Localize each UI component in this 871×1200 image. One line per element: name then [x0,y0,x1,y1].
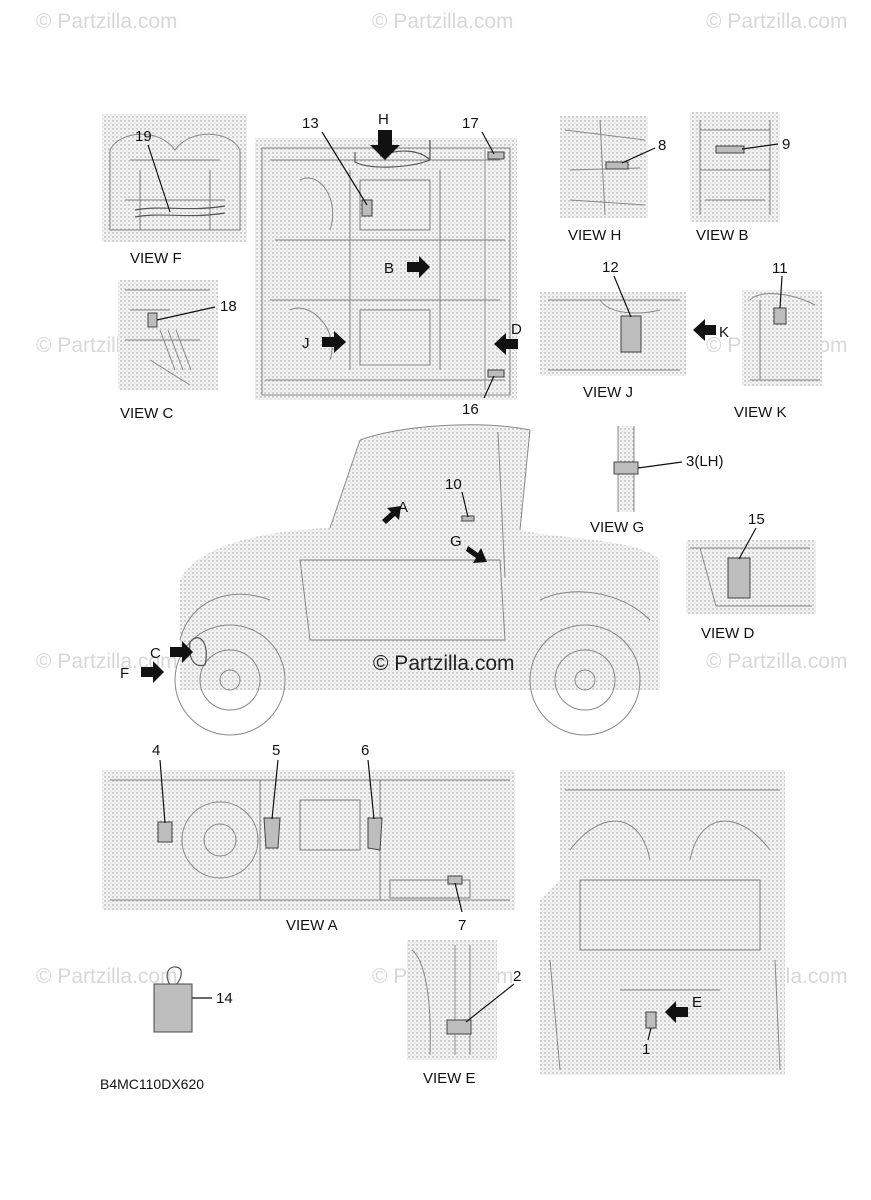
side-view-vehicle: A 10 G C F © Partzilla.com [120,424,660,736]
decal-5 [263,817,281,849]
arrow-letter-b: B [384,260,394,277]
decal-12 [620,315,642,353]
callout-12: 12 [602,259,619,276]
watermark: © Partzilla.com [372,10,514,33]
watermark: © Partzilla.com [706,650,848,673]
callout-16: 16 [462,401,479,418]
watermark: © Partzilla.com [36,10,178,33]
callout-5: 5 [272,742,280,759]
arrow-d-icon [494,333,518,355]
callout-7: 7 [458,917,466,934]
arrow-a-icon [382,506,401,524]
callout-1: 1 [642,1041,650,1058]
callout-6: 6 [361,742,369,759]
callout-3: 3(LH) [686,453,724,470]
arrow-letter-j: J [302,335,310,352]
decal-4 [157,821,173,843]
view-label: VIEW E [423,1070,476,1087]
callout-13: 13 [302,115,319,132]
arrow-letter-e: E [692,994,702,1011]
arrow-h-icon [370,130,400,160]
view-label: VIEW G [590,519,644,536]
arrow-letter-g: G [450,533,462,550]
decal-15 [727,557,751,599]
decal-16 [487,369,505,378]
view-d-panel: 15 VIEW D [686,511,816,642]
decal-14 [153,983,193,1033]
part-14-tag: 14 [153,966,233,1033]
decal-9 [715,145,745,154]
arrow-e-icon [665,1001,688,1023]
arrow-b-icon [407,256,430,278]
view-label: VIEW F [130,250,182,267]
callout-9: 9 [782,136,790,153]
callout-10: 10 [445,476,462,493]
decal-11 [773,307,787,325]
rear-view-vehicle: 1 E [540,770,785,1075]
watermark-main: © Partzilla.com [373,652,515,675]
view-label: VIEW C [120,405,174,422]
view-c-panel: 18 VIEW C [118,280,237,422]
arrow-letter-f: F [120,665,129,682]
arrow-j-icon [322,331,346,353]
watermark: © Partzilla.com [36,965,178,988]
arrow-c-icon [170,641,193,663]
view-label: VIEW H [568,227,621,244]
arrow-letter-c: C [150,645,161,662]
watermark: © Partzilla.com [706,10,848,33]
view-e-panel: 2 VIEW E [407,940,521,1087]
arrow-letter-h: H [378,111,389,128]
arrow-letter-a: A [398,499,408,516]
decal-6 [367,817,383,851]
diagram-code: B4MC110DX620 [100,1076,204,1092]
decal-18 [147,312,158,328]
callout-14: 14 [216,990,233,1007]
callout-8: 8 [658,137,666,154]
view-label: VIEW A [286,917,338,934]
arrow-k-icon [693,319,716,341]
decal-3 [613,461,639,475]
view-label: VIEW D [701,625,755,642]
callout-4: 4 [152,742,160,759]
callout-19: 19 [135,128,152,145]
decal-2 [446,1019,472,1035]
callout-2: 2 [513,968,521,985]
view-j-panel: 12 K VIEW J [540,259,729,401]
decal-17 [487,151,505,160]
arrow-f-icon [141,661,164,683]
view-label: VIEW K [734,404,787,421]
view-k-panel: 11 VIEW K [734,260,822,421]
view-a-panel: 4 5 6 7 VIEW A [102,742,515,934]
view-g-panel: 3(LH) VIEW G [590,426,724,536]
callout-17: 17 [462,115,479,132]
arrow-letter-k: K [719,324,729,341]
callout-15: 15 [748,511,765,528]
callout-18: 18 [220,298,237,315]
decal-13 [361,199,373,217]
decal-1 [645,1011,657,1029]
decal-7 [447,875,463,885]
view-label: VIEW J [583,384,633,401]
callout-11: 11 [772,260,788,277]
view-f-panel: 19 VIEW F [102,114,247,267]
decal-8 [605,161,629,170]
arrow-letter-d: D [511,321,522,338]
top-view-vehicle: H 13 17 B J D 16 [255,111,522,418]
view-label: VIEW B [696,227,749,244]
view-h-panel: 8 VIEW H [560,116,666,244]
view-b-panel: 9 VIEW B [690,112,790,244]
arrow-g-icon [466,546,487,563]
